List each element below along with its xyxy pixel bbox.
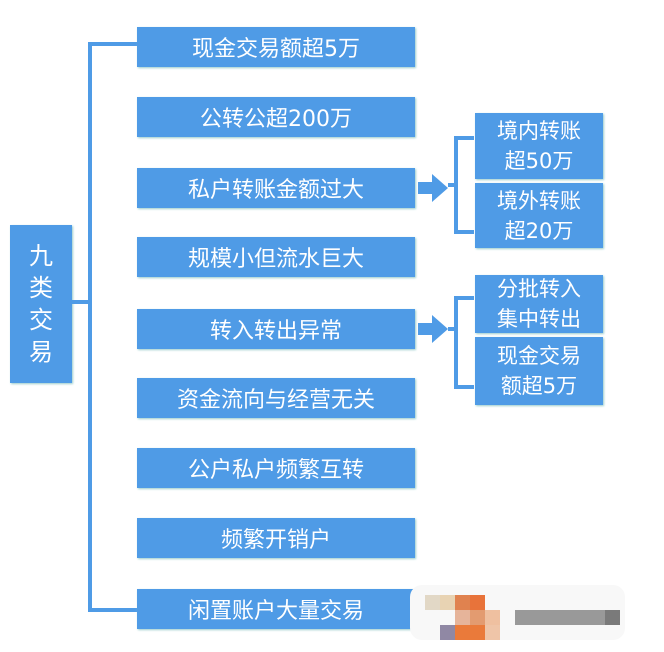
sub-label: 集中转出: [497, 307, 581, 331]
item-label: 闲置账户大量交易: [187, 599, 364, 624]
sub-bracket: [448, 296, 474, 389]
item-label: 现金交易额超5万: [192, 37, 360, 62]
pixelated-logo: [410, 585, 625, 640]
item-label: 规模小但流水巨大: [187, 247, 364, 272]
sub-bracket: [448, 136, 474, 234]
root-char: 易: [29, 338, 53, 366]
sub-label: 境外转账: [497, 188, 581, 213]
item-box: 公户私户频繁互转: [137, 448, 415, 488]
sub-label: 额超5万: [500, 374, 578, 398]
item-box: 资金流向与经营无关: [137, 378, 415, 418]
item-box: 闲置账户大量交易: [137, 589, 415, 629]
sub-box: 分批转入集中转出: [475, 275, 603, 333]
bracket-top: [88, 42, 137, 46]
connector: [72, 300, 90, 304]
sub-label: 现金交易: [497, 344, 581, 368]
item-box: 频繁开销户: [137, 518, 415, 558]
sub-box: 现金交易额超5万: [475, 337, 603, 405]
sub-label: 超50万: [504, 149, 574, 173]
sub-box: 境外转账超20万: [475, 183, 603, 248]
sub-box: 境内转账超50万: [475, 113, 603, 179]
item-label: 频繁开销户: [220, 528, 331, 553]
bracket-bottom: [88, 608, 137, 612]
item-label: 公转公超200万: [200, 107, 352, 132]
item-box: 规模小但流水巨大: [137, 237, 415, 277]
root-char: 交: [29, 306, 53, 334]
root-char: 类: [29, 274, 53, 302]
root-char: 九: [29, 242, 53, 270]
sub-label: 分批转入: [497, 277, 581, 301]
item-label: 转入转出异常: [209, 319, 342, 344]
item-box: 转入转出异常: [137, 309, 415, 349]
root-node: 九类交易: [10, 225, 72, 383]
item-box: 私户转账金额过大: [137, 168, 415, 208]
item-box: 现金交易额超5万: [137, 27, 415, 67]
arrow-right-icon: [418, 315, 448, 343]
arrow-right-icon: [418, 174, 448, 202]
main-bracket: [88, 42, 92, 612]
item-label: 资金流向与经营无关: [176, 388, 375, 413]
item-box: 公转公超200万: [137, 97, 415, 137]
sub-label: 境内转账: [497, 119, 581, 143]
item-label: 公户私户频繁互转: [187, 458, 364, 483]
sub-label: 超20万: [504, 218, 574, 243]
item-label: 私户转账金额过大: [187, 178, 364, 203]
